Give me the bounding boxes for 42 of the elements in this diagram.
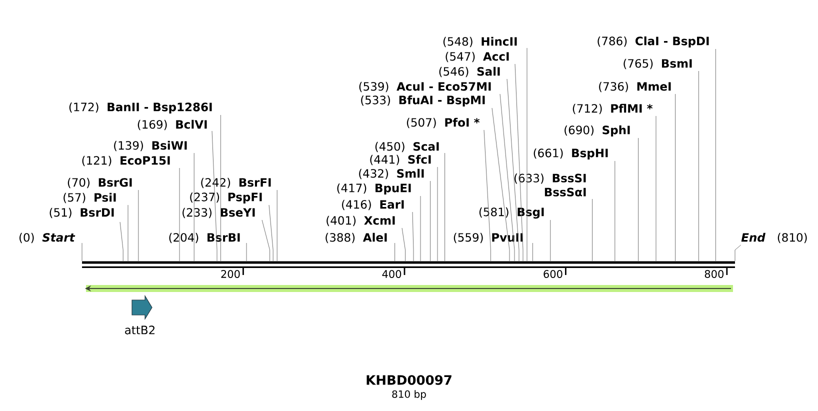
sequence-backbone (82, 261, 735, 268)
end-label: End (810) (741, 232, 807, 244)
enzyme-label: (233) BseYI (182, 208, 255, 218)
enzyme-label: (57) PsiI (64, 192, 116, 204)
enzyme-label: (559) PvuII (454, 232, 523, 244)
enzyme-label: (690) SphI (564, 125, 630, 137)
enzyme-label: (712) PflMI * (572, 104, 653, 114)
title: KHBD00097 (366, 375, 452, 385)
enzyme-label: (633) BssSI BssSαI (514, 174, 586, 196)
enzyme-label: (765) BsmI (624, 58, 692, 70)
enzyme-label: (786) ClaI - BspDI (598, 36, 709, 48)
enzyme-label: (401) XcmI (326, 216, 395, 226)
enzyme-label: (204) BsrBI (169, 232, 240, 244)
scale-tick: 600 (544, 268, 566, 278)
enzyme-label: (736) MmeI (599, 82, 671, 92)
enzyme-label: (237) PspFI (190, 192, 262, 204)
enzyme-label: (51) BsrDI (50, 208, 114, 218)
scale-tick: 400 (382, 268, 406, 278)
scale-tick: 200 (221, 268, 244, 278)
enzyme-label: (70) BsrGI (68, 178, 132, 188)
enzyme-label: (388) AleI (326, 232, 387, 244)
enzyme-label: (139) BsiWI (114, 140, 187, 152)
enzyme-label: (661) BspHI (534, 148, 608, 160)
enzyme-label: (441) SfcI (370, 154, 431, 166)
enzyme-label: (548) HincII (443, 36, 517, 48)
enzyme-label: (507) PfoI * (406, 118, 480, 128)
enzyme-label: (417) BpuEI (337, 183, 411, 195)
enzyme-label: (539) AcuI - Eco57MI (359, 82, 491, 92)
end-label: (0) Start (20, 232, 76, 244)
scale-tick: 800 (704, 268, 728, 278)
enzyme-label: (432) SmlI (359, 168, 424, 180)
enzyme-label: (242) BsrFI (201, 178, 271, 188)
enzyme-label: (533) BfuAI - BspMI (361, 95, 485, 107)
enzyme-label: (121) EcoP15I (82, 156, 170, 166)
enzyme-label: (450) ScaI (375, 142, 439, 152)
enzyme-label: (546) SalI (439, 66, 500, 78)
enzyme-label: (416) EarI (342, 200, 404, 210)
enzyme-label: (581) BsgI (479, 207, 544, 219)
enzyme-label: (547) AccI (446, 52, 509, 62)
enzyme-label: (172) BanII - Bsp1286I (69, 102, 212, 114)
caption: 810 bp (392, 390, 426, 400)
enzyme-label: (169) BclVI (138, 120, 207, 130)
